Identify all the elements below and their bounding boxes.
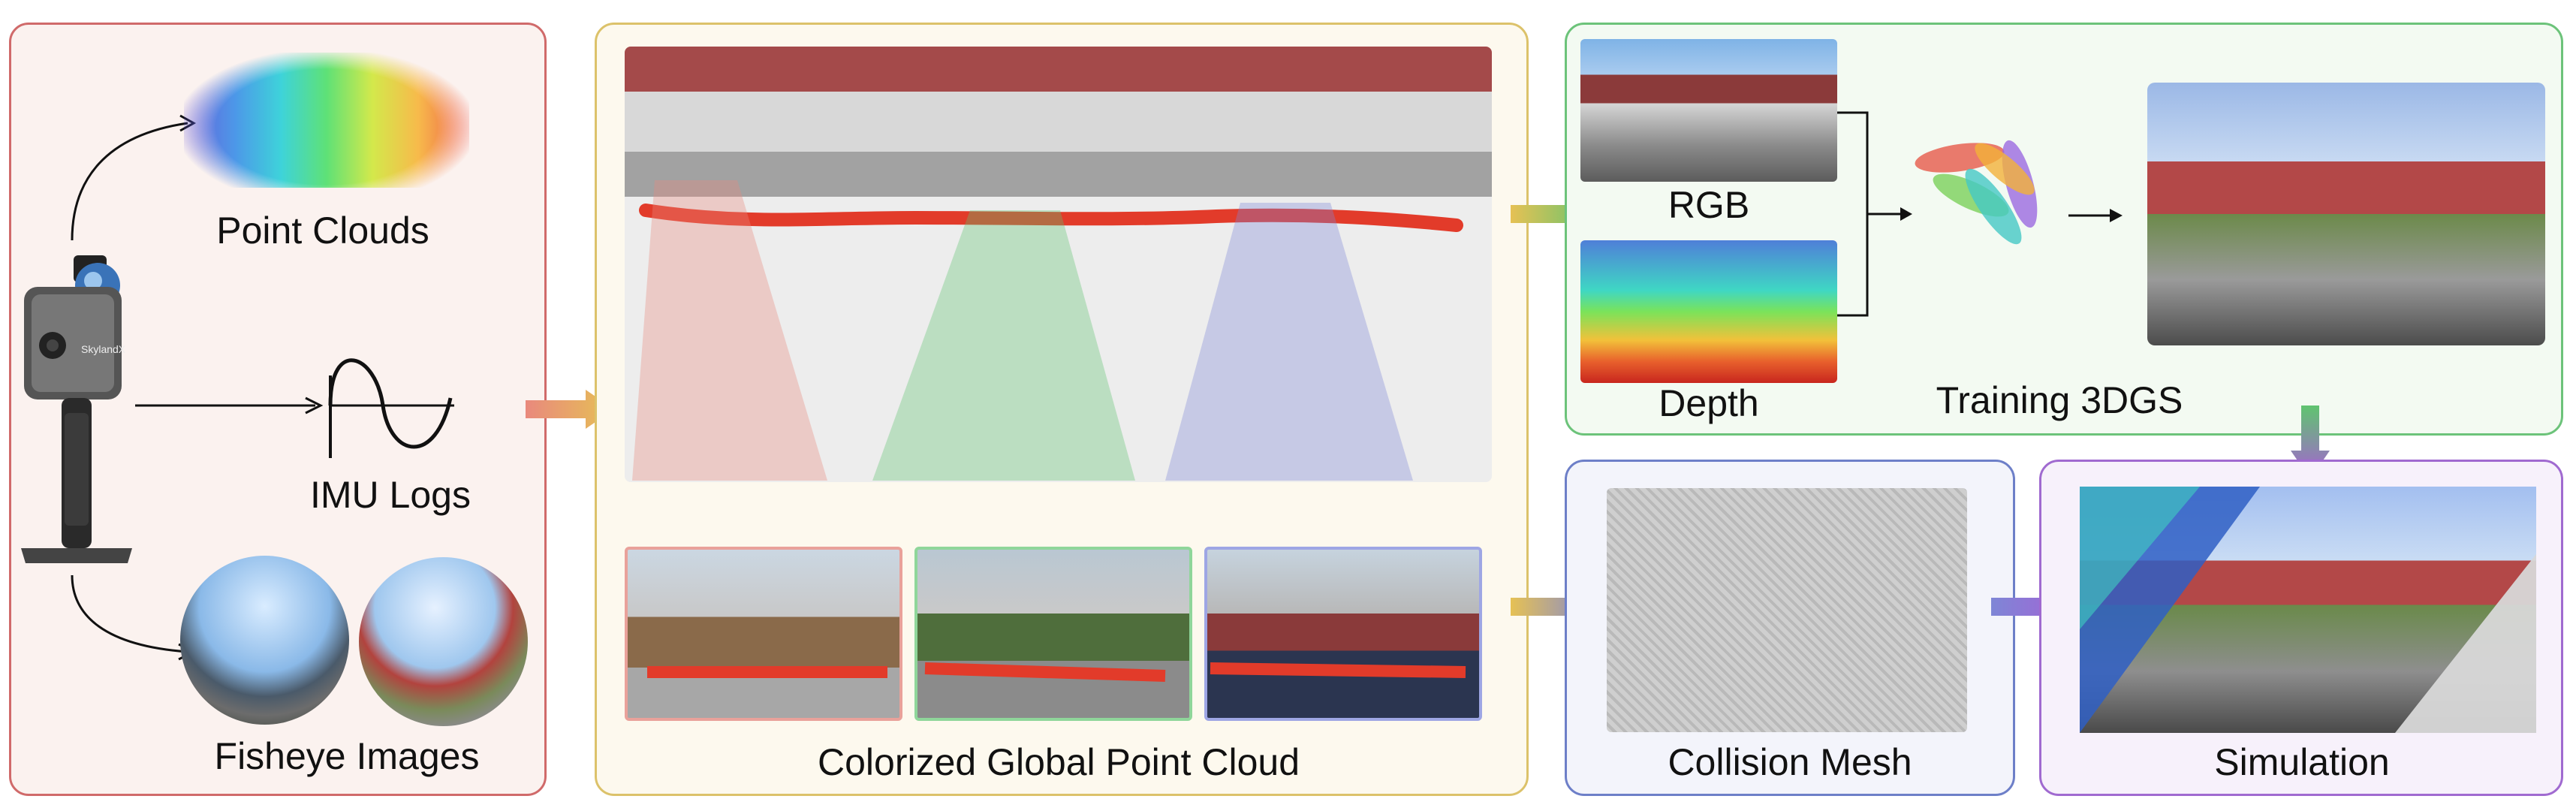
fisheye-image-right xyxy=(359,557,528,726)
rgb-image xyxy=(1580,39,1837,182)
gaussian-splat-icon xyxy=(1915,140,2038,245)
imu-logs-label: IMU Logs xyxy=(310,474,471,516)
global-point-cloud-image xyxy=(625,47,1492,482)
merge-connector xyxy=(1837,111,1912,317)
trajectory-line xyxy=(639,204,1463,232)
point-clouds-label: Point Clouds xyxy=(216,210,429,252)
thumbnail-green xyxy=(914,547,1192,721)
training-3dgs-label: Training 3DGS xyxy=(1936,379,2183,421)
thumbnail-trajectories xyxy=(647,662,1466,682)
depth-image xyxy=(1580,240,1837,383)
rgb-label: RGB xyxy=(1668,184,1750,226)
handheld-scanner-icon: SkylandX xyxy=(21,255,132,563)
simulation-overlays xyxy=(2080,487,2536,733)
fisheye-images-label: Fisheye Images xyxy=(214,735,480,777)
scanner-brand-text: SkylandX xyxy=(81,343,126,355)
imu-wave-icon xyxy=(328,358,454,458)
flow-arrow-icon xyxy=(526,390,614,429)
3dgs-render-image xyxy=(2147,83,2545,345)
depth-label: Depth xyxy=(1659,382,1759,424)
thumbnail-red xyxy=(625,547,902,721)
flow-arrow-icon xyxy=(2068,209,2123,222)
simulation-label: Simulation xyxy=(2214,741,2390,783)
point-cloud-image xyxy=(184,53,469,188)
thumbnail-blue xyxy=(1204,547,1482,721)
camera-frustums xyxy=(632,180,1413,481)
fisheye-image-left xyxy=(180,556,349,725)
flow-arrow-icon xyxy=(135,396,324,415)
collision-mesh-label: Collision Mesh xyxy=(1668,741,1912,783)
collision-mesh-image xyxy=(1607,488,1967,732)
point-cloud-label: Colorized Global Point Cloud xyxy=(817,741,1300,783)
